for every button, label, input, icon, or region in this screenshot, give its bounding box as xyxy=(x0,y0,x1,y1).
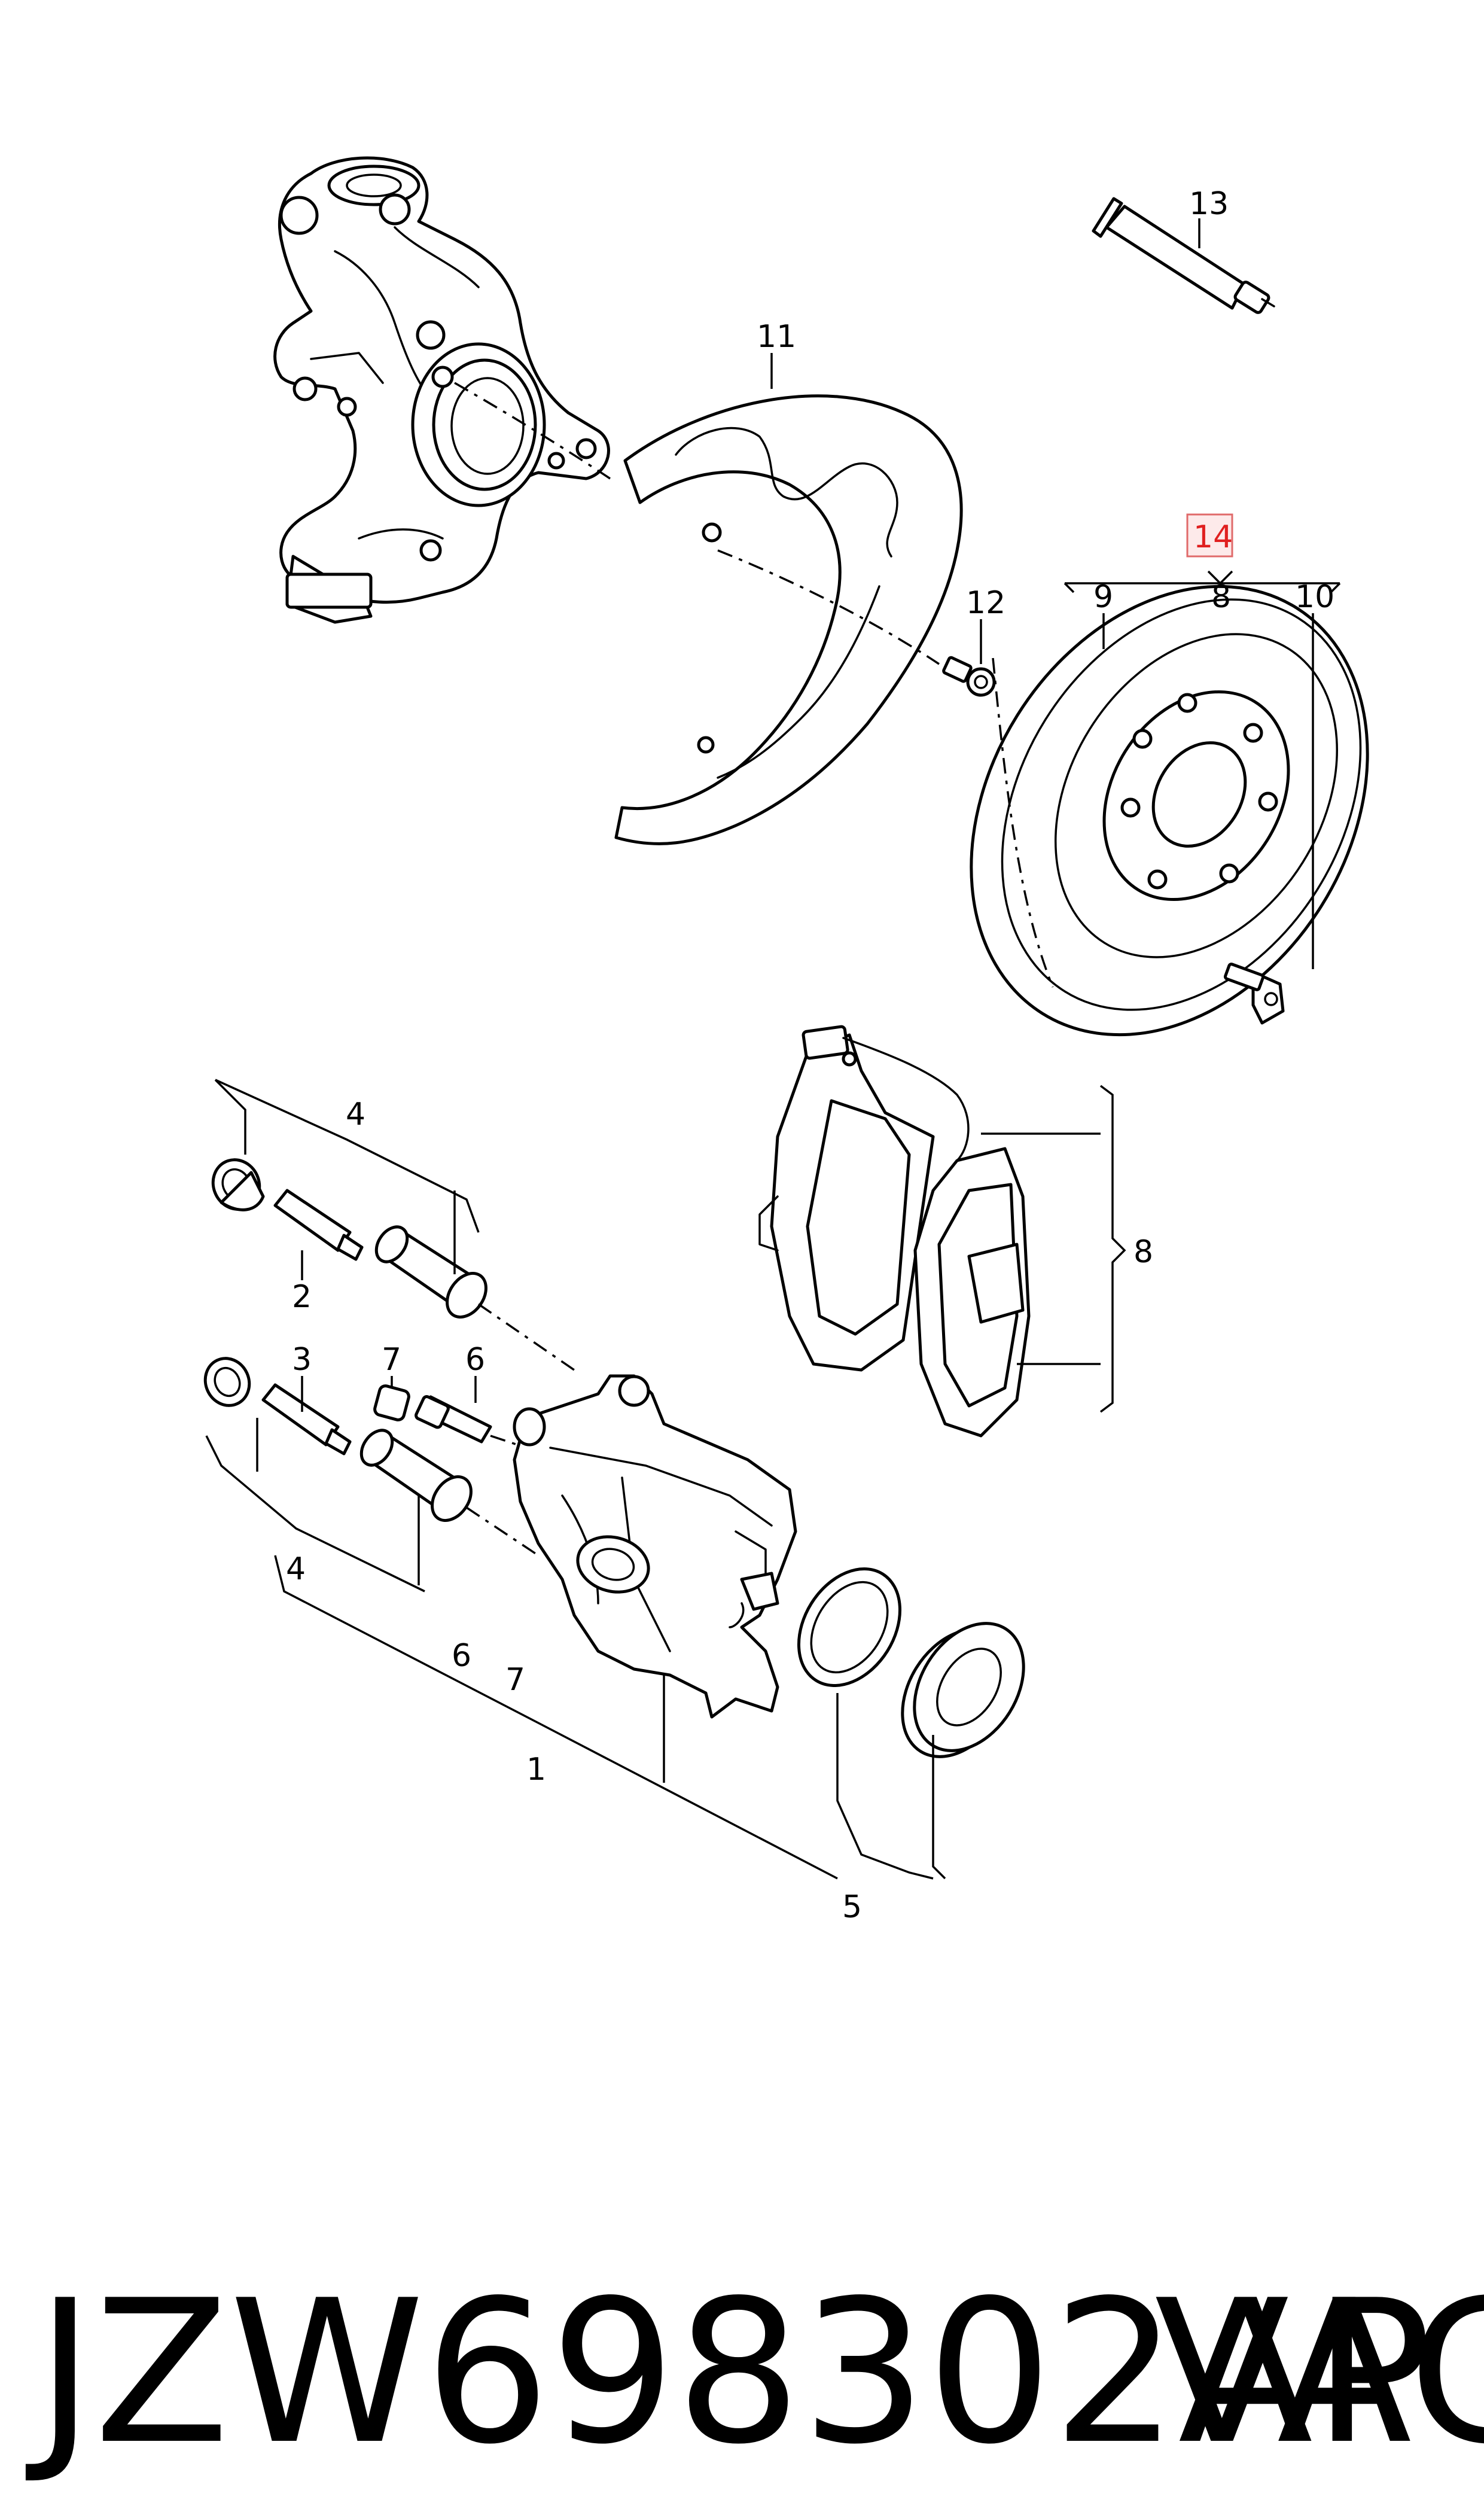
label-7-lower: 7 xyxy=(505,1662,525,1698)
label-13: 13 xyxy=(1189,186,1229,222)
guide-pin-set-lower xyxy=(203,1357,539,1557)
label-5: 5 xyxy=(842,1889,862,1925)
steering-knuckle xyxy=(273,156,610,624)
label-11: 11 xyxy=(757,319,796,355)
shield-bolt xyxy=(942,656,996,697)
label-8-top: 8 xyxy=(1211,579,1231,615)
label-14-highlight xyxy=(1186,513,1233,558)
pad-set-bracket xyxy=(981,1085,1126,1413)
brake-disc xyxy=(970,584,1369,1037)
part-number: JZW698302AP xyxy=(23,2258,1432,2487)
label-1: 1 xyxy=(526,1752,546,1788)
brand-name: VAG xyxy=(1154,2258,1484,2487)
leader-lines xyxy=(205,218,1341,1880)
grease-tube xyxy=(1092,197,1275,314)
label-9: 9 xyxy=(1093,579,1113,615)
brake-splash-shield xyxy=(614,394,963,845)
shield-bolt-line xyxy=(717,549,940,665)
seal-ring xyxy=(797,1567,902,1688)
label-6-upper: 6 xyxy=(465,1342,485,1378)
brake-caliper xyxy=(513,1374,797,1719)
label-10: 10 xyxy=(1295,579,1334,615)
bleed-screw xyxy=(415,1395,527,1449)
disc-screw xyxy=(1223,963,1285,1025)
label-14: 14 xyxy=(1193,519,1233,555)
knuckle-mount-line xyxy=(454,382,611,480)
label-3: 3 xyxy=(292,1342,312,1378)
piston xyxy=(901,1622,1025,1758)
label-12: 12 xyxy=(966,585,1005,621)
label-6-lower: 6 xyxy=(452,1638,471,1674)
label-8-right: 8 xyxy=(1133,1234,1153,1270)
guide-pin-set-upper xyxy=(211,1158,575,1371)
part-number-labels: 13 11 14 9 8 10 12 8 4 2 3 7 6 4 6 7 1 5 xyxy=(286,186,1334,1925)
label-4-upper: 4 xyxy=(346,1097,365,1132)
brake-pad-set xyxy=(758,1025,1031,1438)
label-7-upper: 7 xyxy=(382,1342,401,1378)
label-4-lower: 4 xyxy=(286,1551,306,1587)
label-2: 2 xyxy=(292,1279,312,1315)
bleed-screw-cap xyxy=(373,1384,410,1421)
